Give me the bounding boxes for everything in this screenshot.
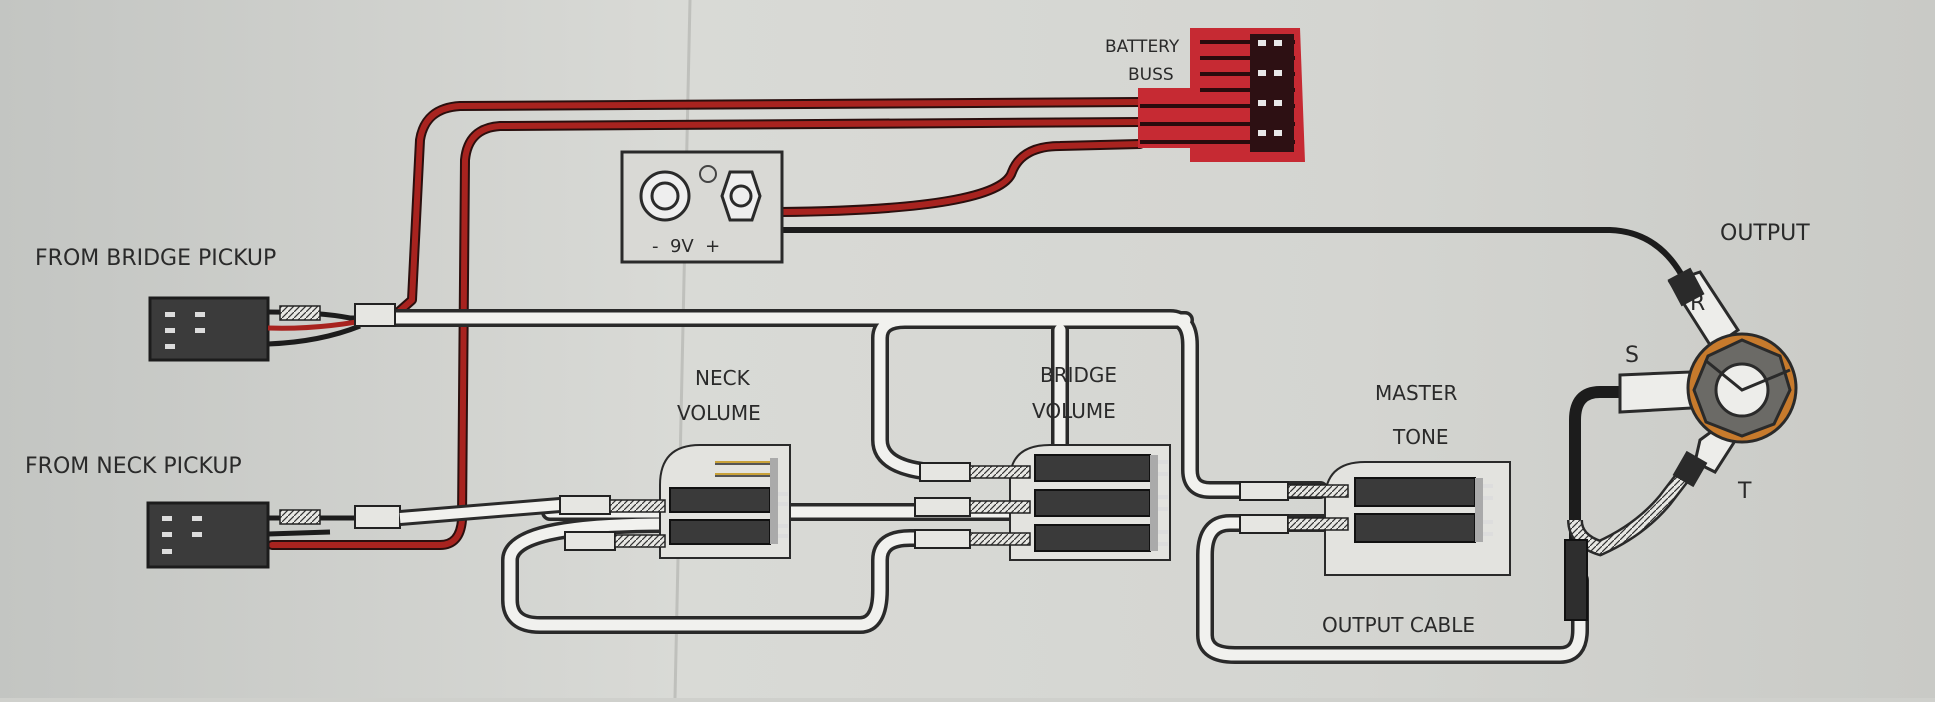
output-label: OUTPUT [1720,221,1810,246]
battery-9v [620,150,784,264]
bridge-volume-pot [914,444,1171,561]
master-tone-label-line1: MASTER [1375,381,1457,405]
battery-buss-label-line2: BUSS [1128,65,1174,85]
master-tone-pot [1239,461,1511,576]
paper-fold [673,0,692,699]
bridge-pickup-connector [148,296,396,362]
battery-buss-label-line1: BATTERY [1105,37,1180,57]
output-cable [1564,386,1695,621]
battery-positive-terminal-icon [720,170,762,222]
neck-volume-pot [559,444,791,559]
master-tone-label-line2: TONE [1392,425,1449,449]
output-cable-label: OUTPUT CABLE [1322,613,1475,637]
red-power-wires [267,97,1145,550]
battery-polarity-label: - 9V + [652,236,720,257]
neck-volume-label-line1: NECK [695,366,751,390]
neck-pickup-label: FROM NECK PICKUP [25,454,242,479]
bridge-volume-label-line1: BRIDGE [1040,363,1117,387]
neck-volume-label-line2: VOLUME [677,401,761,425]
battery-negative-terminal-icon [639,170,691,222]
output-jack [1618,267,1798,488]
jack-r-label: R [1690,291,1705,316]
bridge-pickup-label: FROM BRIDGE PICKUP [35,246,276,271]
bridge-volume-label-line2: VOLUME [1032,399,1116,423]
jack-s-label: S [1625,343,1639,368]
battery-buss [1138,28,1305,162]
jack-t-label: T [1737,479,1752,504]
neck-pickup-connector [146,497,561,569]
